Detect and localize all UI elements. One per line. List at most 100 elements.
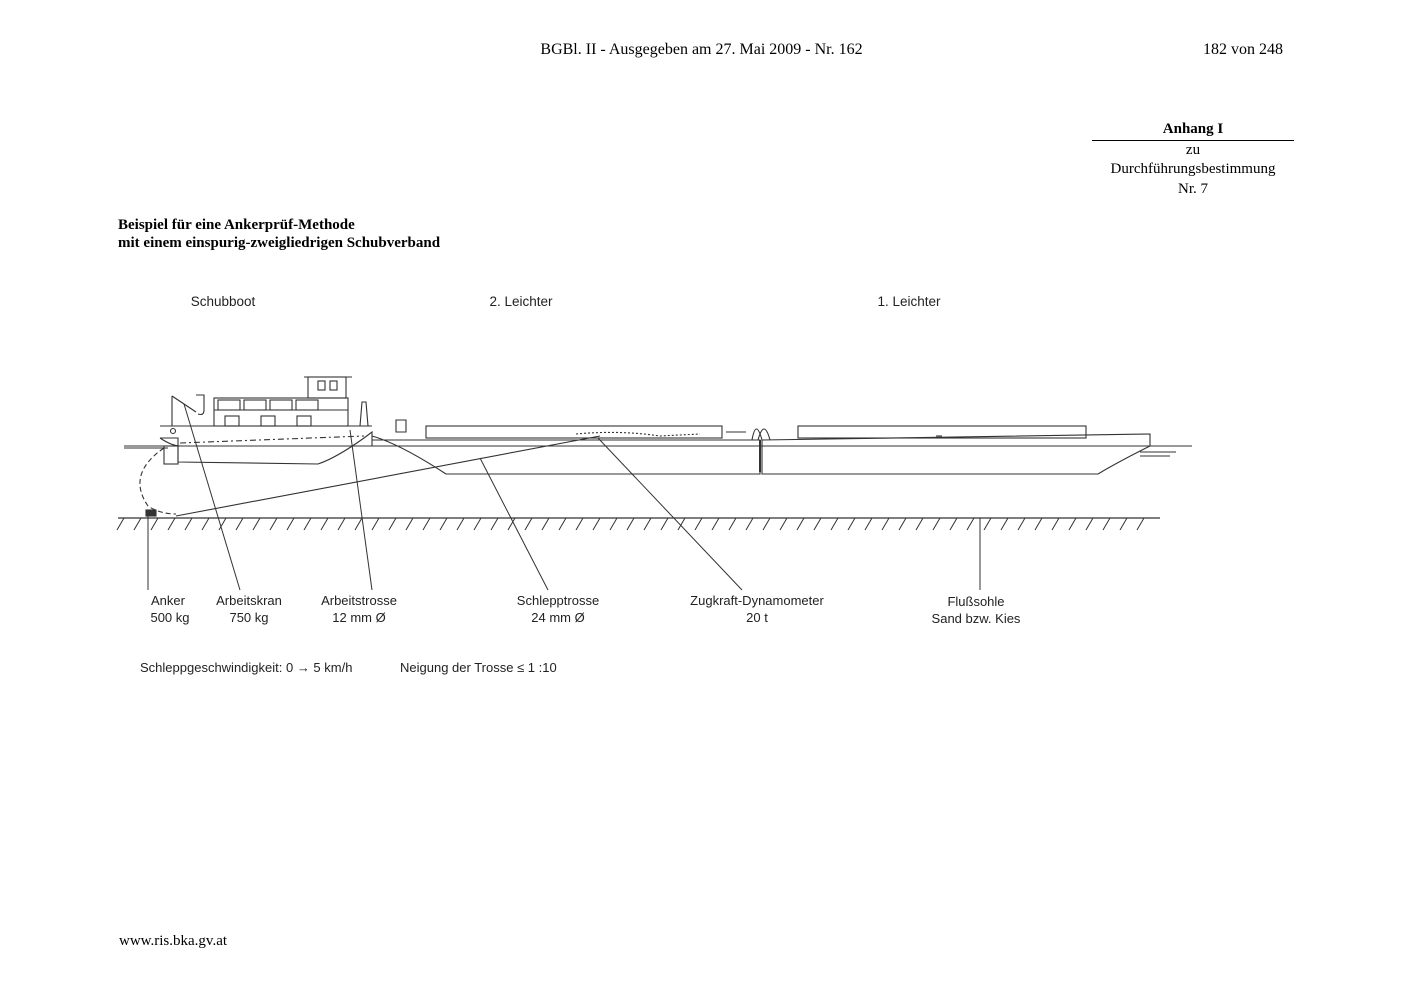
callout-arbeitskran-value: 750 kg: [229, 610, 268, 625]
callout-arbeitstrosse-value: 12 mm Ø: [332, 610, 385, 625]
callout-arbeitskran-name: Arbeitskran: [216, 593, 282, 608]
hatch-stroke: [303, 517, 312, 531]
hatch-stroke: [507, 517, 516, 531]
porthole-2: [260, 415, 276, 427]
page-number: 182 von 248: [1203, 41, 1283, 58]
hatch-stroke: [473, 517, 482, 531]
hatch-stroke: [1017, 517, 1026, 531]
annex-block: Anhang I zu Durchführungsbestimmung Nr. …: [1092, 120, 1294, 199]
anchor-shape: [145, 509, 157, 517]
annex-title: Anhang I: [1092, 120, 1294, 141]
hatch-stroke: [405, 517, 414, 531]
callout-dynamometer-name: Zugkraft-Dynamometer: [690, 593, 824, 608]
pushboat-deckhouse: [213, 397, 349, 427]
hatch-stroke: [116, 517, 125, 531]
coupling-left: [751, 428, 763, 441]
hatch-stroke: [762, 517, 771, 531]
dynamometer-chain: [575, 431, 701, 437]
heading-line-2: mit einem einspurig-zweigliedrigen Schub…: [118, 235, 441, 251]
hatch-stroke: [252, 517, 261, 531]
push-knee: [359, 401, 369, 427]
hatch-stroke: [626, 517, 635, 531]
hatch-stroke: [983, 517, 992, 531]
callout-anker-value: 500 kg: [150, 610, 189, 625]
callout-schlepptrosse-name: Schlepptrosse: [517, 593, 599, 608]
annex-line-zu: zu: [1185, 141, 1201, 158]
hatch-stroke: [235, 517, 244, 531]
hatch-stroke: [1119, 517, 1128, 531]
hatch-stroke: [966, 517, 975, 531]
tow-rope: [175, 435, 601, 517]
deckhouse-window-2: [243, 399, 267, 411]
hatch-stroke: [558, 517, 567, 531]
hatch-stroke: [830, 517, 839, 531]
hatch-stroke: [728, 517, 737, 531]
hatch-stroke: [184, 517, 193, 531]
hatch-stroke: [592, 517, 601, 531]
hatch-stroke: [1136, 517, 1145, 531]
callout-arbeitstrosse-name: Arbeitstrosse: [321, 593, 397, 608]
footer-url: www.ris.bka.gv.at: [119, 933, 228, 949]
bollard: [395, 419, 407, 433]
hatch-stroke: [1051, 517, 1060, 531]
hatch-stroke: [949, 517, 958, 531]
hatch-stroke: [677, 517, 686, 531]
hatch-stroke: [881, 517, 890, 531]
heading-line-1: Beispiel für eine Ankerprüf-Methode: [118, 217, 355, 233]
figure-heading: Beispiel für eine Ankerprüf-Methode mit …: [118, 216, 440, 252]
hatch-stroke: [456, 517, 465, 531]
hatch-stroke: [694, 517, 703, 531]
hatch-stroke: [864, 517, 873, 531]
rudder: [163, 445, 179, 465]
annex-line-number: Nr. 7: [1178, 180, 1208, 197]
hatch-stroke: [796, 517, 805, 531]
coupling-right: [757, 428, 771, 441]
label-schubboot: Schubboot: [191, 294, 256, 309]
wheelhouse-window-2: [329, 380, 338, 391]
hatch-stroke: [490, 517, 499, 531]
hatch-stroke: [371, 517, 380, 531]
hatch-stroke: [286, 517, 295, 531]
hatch-stroke: [1085, 517, 1094, 531]
hatch-stroke: [337, 517, 346, 531]
deckhouse-window-1: [217, 399, 241, 411]
hatch-stroke: [133, 517, 142, 531]
hatch-stroke: [167, 517, 176, 531]
barge-1-hull: [761, 433, 1151, 475]
hatch-stroke: [439, 517, 448, 531]
wheelhouse-window-1: [317, 380, 326, 391]
callout-anker-name: Anker: [151, 593, 186, 608]
hatch-stroke: [1000, 517, 1009, 531]
hatch-stroke: [388, 517, 397, 531]
hatch-stroke: [915, 517, 924, 531]
hatch-stroke: [218, 517, 227, 531]
wheelhouse: [307, 376, 347, 399]
hatch-stroke: [813, 517, 822, 531]
hatch-stroke: [354, 517, 363, 531]
hatch-stroke: [847, 517, 856, 531]
label-leichter-1: 1. Leichter: [877, 294, 941, 309]
porthole-1: [224, 415, 240, 427]
hatch-stroke: [201, 517, 210, 531]
hatch-stroke: [643, 517, 652, 531]
callout-dynamometer-value: 20 t: [746, 610, 768, 625]
label-leichter-2: 2. Leichter: [489, 294, 553, 309]
deckhouse-window-3: [269, 399, 293, 411]
porthole-3: [296, 415, 312, 427]
leader-arbeitskran: [183, 403, 241, 591]
leader-arbeitstrosse: [349, 429, 373, 591]
anchor-chain: [139, 447, 177, 515]
convoy-drawing: [118, 376, 1192, 519]
hatch-stroke: [745, 517, 754, 531]
hatch-stroke: [1102, 517, 1111, 531]
crane-hook: [196, 394, 205, 416]
leader-schlepptrosse: [479, 457, 549, 591]
barge-2-hull: [371, 435, 761, 475]
callout-flusssohle-name: Flußsohle: [947, 594, 1004, 609]
hatch-stroke: [779, 517, 788, 531]
hatch-stroke: [711, 517, 720, 531]
hatch-stroke: [524, 517, 533, 531]
callout-labels: Anker 500 kg Arbeitskran 750 kg Arbeitst…: [150, 593, 1020, 626]
leader-lines: [147, 403, 981, 591]
